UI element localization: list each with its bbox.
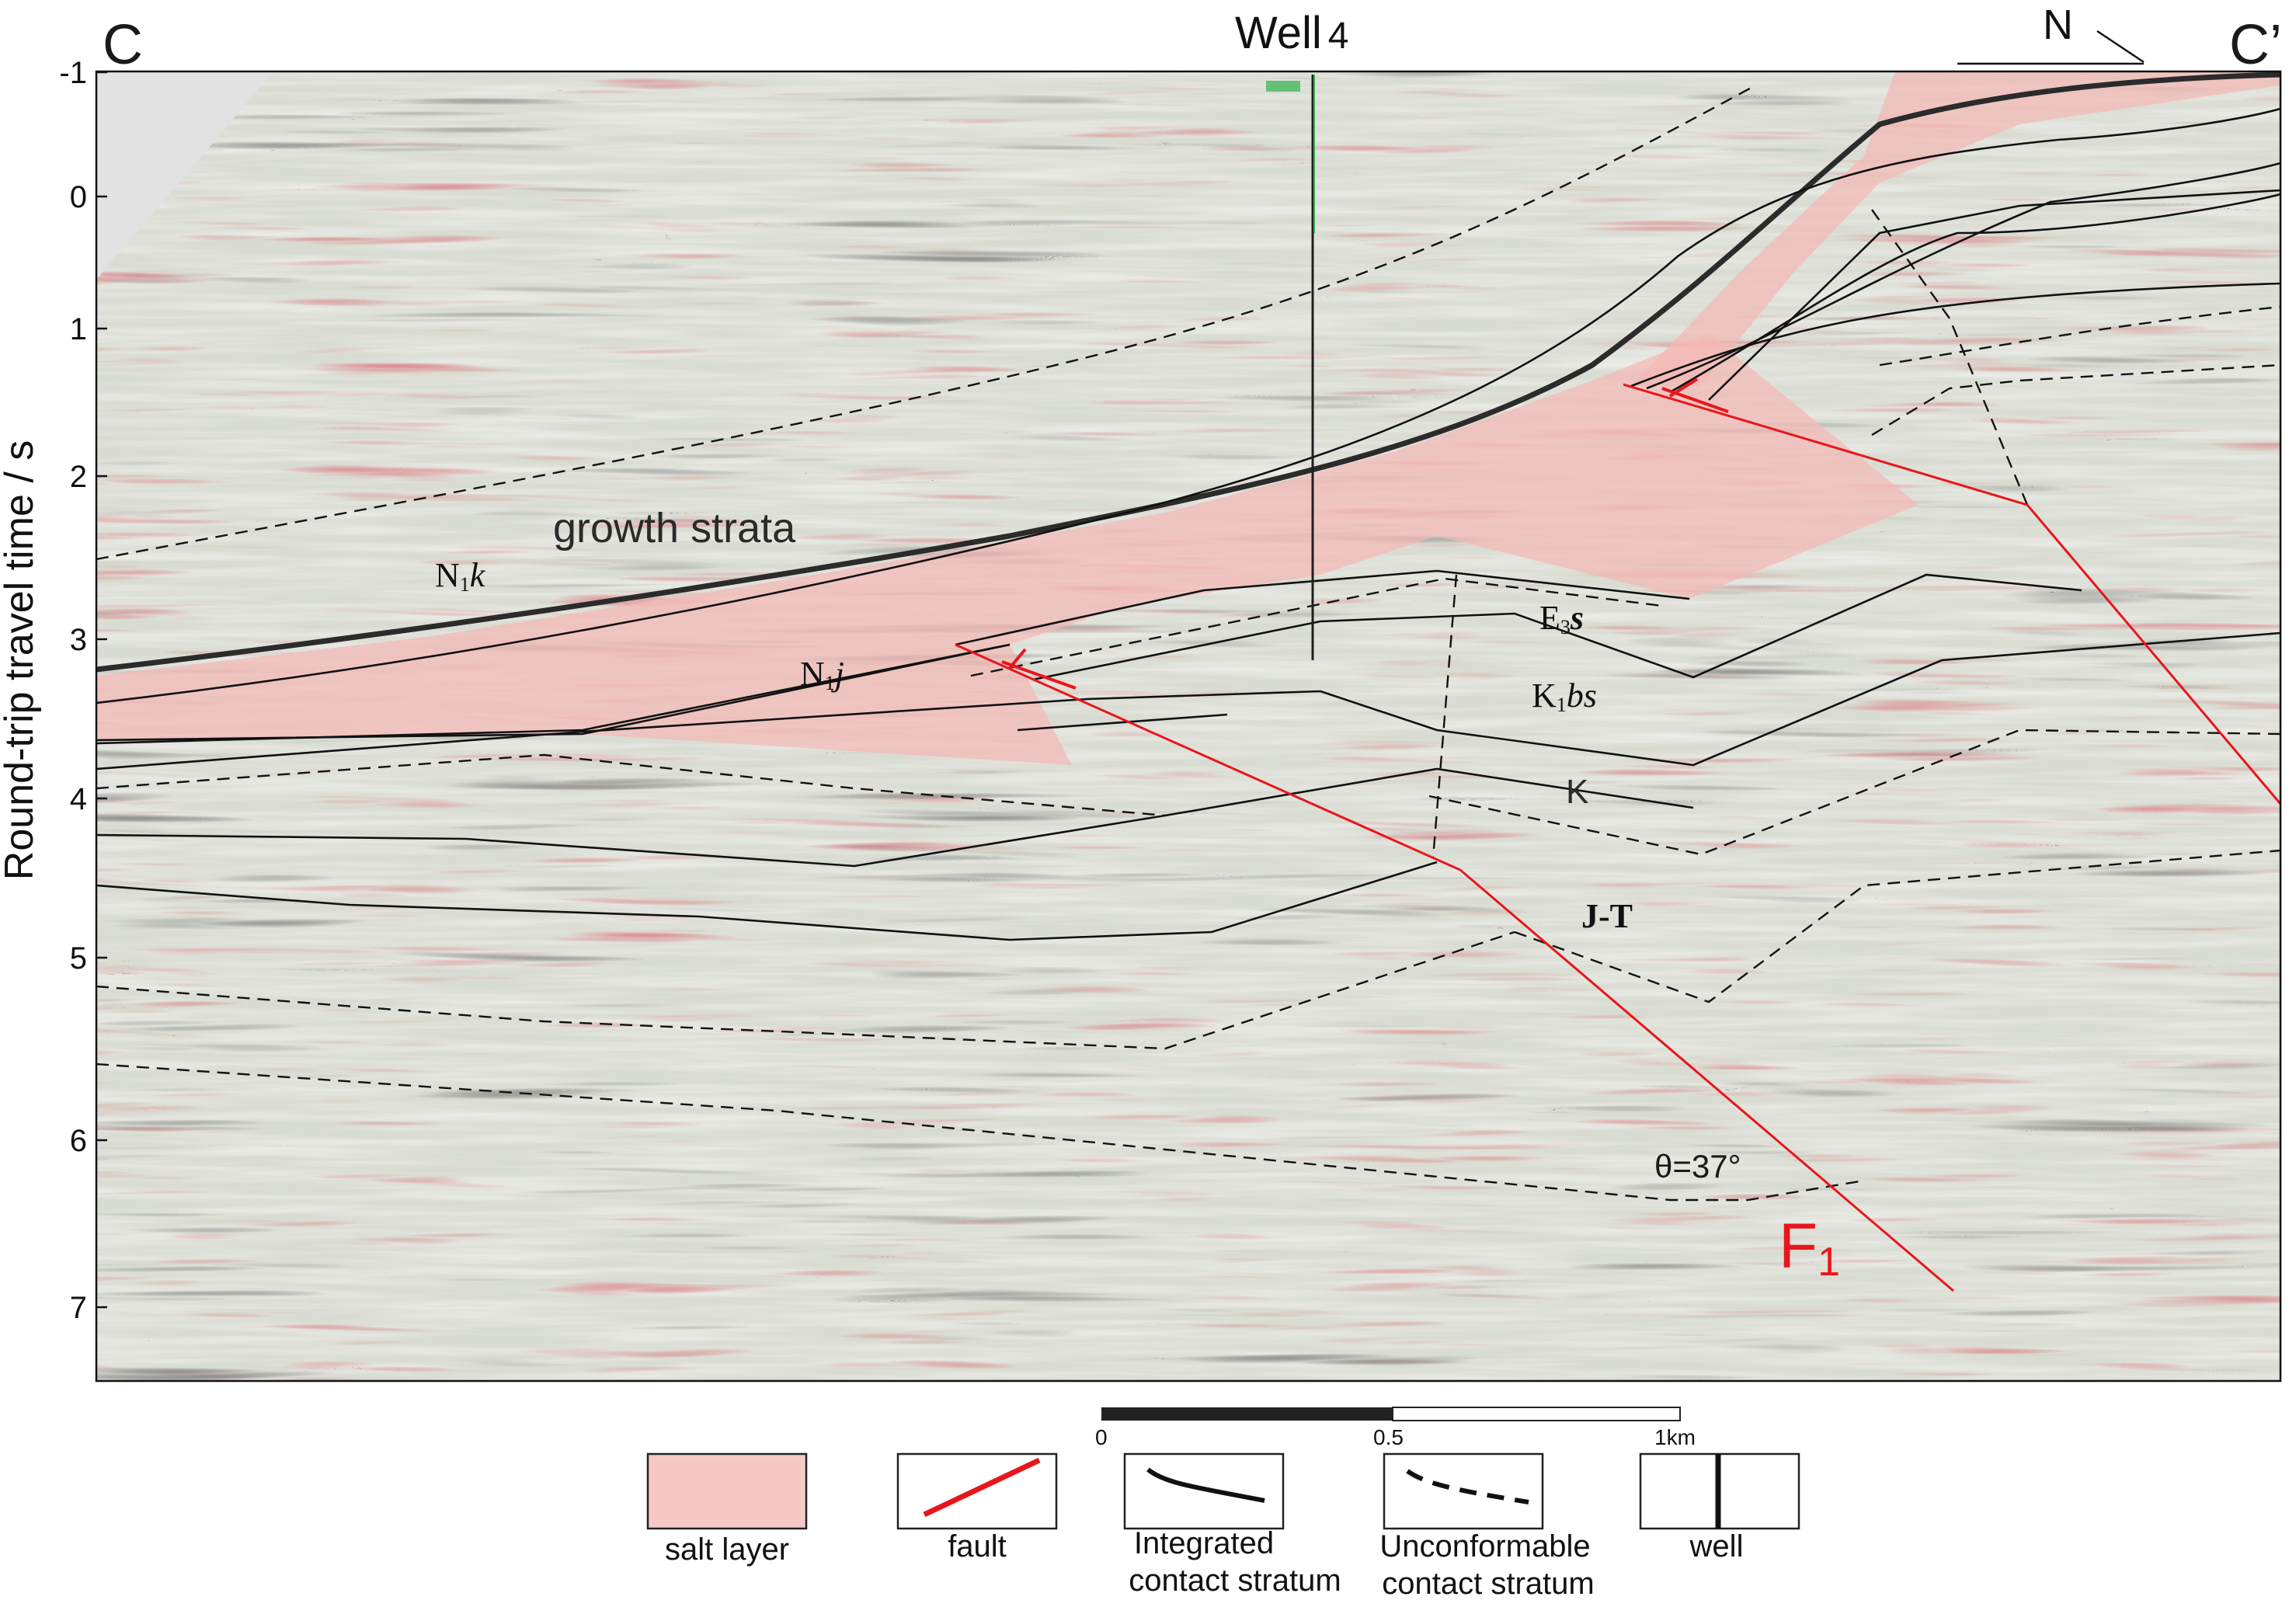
section-end-label: C’: [2229, 14, 2282, 76]
y-tick-label: 3: [70, 623, 87, 657]
legend-label: well: [1689, 1529, 1744, 1563]
salt-layer-lower: [96, 334, 1919, 765]
y-tick-label: 0: [70, 180, 87, 214]
y-tick-label: 4: [70, 782, 87, 816]
legend-label: Unconformable: [1379, 1529, 1590, 1563]
legend-item-unconformable: Unconformable contact stratum: [1379, 1452, 1595, 1600]
e3s-label: E3s: [1539, 599, 1584, 638]
legend-label: fault: [948, 1529, 1007, 1563]
scale-label: 1km: [1654, 1425, 1696, 1449]
legend-item-salt-layer: salt layer: [646, 1452, 808, 1567]
growth-strata-label: growth strata: [553, 505, 796, 551]
fault-upper-branch: [1623, 383, 2280, 805]
legend-label: contact stratum: [1129, 1563, 1341, 1598]
unconformable-boundaries: [96, 84, 2280, 1202]
fault-slip-arrow-upper: [1661, 377, 1729, 413]
y-tick-label: -1: [59, 56, 87, 90]
integrated-boundaries: [96, 71, 2280, 941]
k1bs-label: K1bs: [1532, 677, 1597, 716]
y-axis: -1 0 1 2 3 4 5 6 7: [59, 56, 87, 1325]
fault-f1-label: F1: [1779, 1211, 1840, 1285]
jt-label: J-T: [1581, 897, 1633, 935]
legend-label: Integrated: [1134, 1526, 1274, 1560]
y-tick-label: 1: [70, 312, 87, 346]
fault-f1-main: [955, 643, 1954, 1292]
no-data-corner: [96, 71, 273, 280]
n1j-label: N1j: [800, 655, 844, 694]
y-axis-title: Round-trip travel time / s: [0, 440, 42, 880]
north-label: N: [2043, 2, 2073, 48]
legend-label: contact stratum: [1382, 1567, 1594, 1600]
y-tick-label: 2: [70, 460, 87, 494]
plot-frame: [95, 70, 2282, 1383]
legend-label: salt layer: [665, 1532, 789, 1567]
seismic-image: [96, 71, 2280, 1381]
salt-layer-upper: [1631, 71, 2280, 386]
fault-dip-angle-label: θ=37°: [1654, 1148, 1741, 1184]
y-tick-label: 7: [70, 1291, 87, 1325]
legend-item-fault: fault: [896, 1452, 1058, 1563]
well-trace: [1266, 75, 1315, 660]
n1k-label: N1k: [435, 556, 486, 596]
north-arrow-icon: N: [1957, 2, 2145, 65]
fault-slip-arrow-lower: [1001, 648, 1077, 690]
y-axis-ticks: [96, 71, 107, 1309]
legend: salt layer fault Integrated contact stra…: [646, 1452, 1800, 1600]
legend-item-integrated: Integrated contact stratum: [1123, 1452, 1341, 1598]
legend-item-well: well: [1639, 1452, 1800, 1563]
scale-bar: 0 0.5 1km: [1095, 1407, 1696, 1449]
fault-lines: [955, 377, 2280, 1292]
y-tick-label: 6: [70, 1124, 87, 1158]
section-start-label: C: [103, 14, 143, 76]
scale-label: 0.5: [1373, 1425, 1404, 1449]
y-tick-label: 5: [70, 941, 87, 976]
k-label: K: [1566, 773, 1588, 811]
scale-label: 0: [1095, 1425, 1108, 1449]
